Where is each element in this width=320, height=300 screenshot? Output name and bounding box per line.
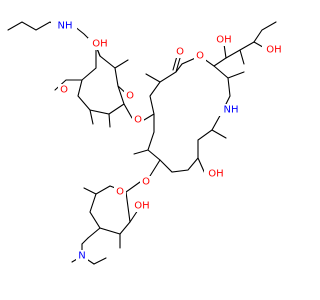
- atom-label-o-sugar2-ring: O: [116, 187, 124, 198]
- atom-label-o-sugar2-link: O: [142, 177, 150, 188]
- atom-label-o-lactone-ring: O: [196, 51, 204, 62]
- molecule-structure-diagram: NH OH O O O O O OH OH NH OH O O OH N: [7, 20, 286, 265]
- atom-label-o-carbonyl: O: [176, 47, 184, 58]
- atom-label-o-sugar1-link: O: [134, 115, 142, 126]
- atom-labels: NH OH O O O O O OH OH NH OH O O OH N: [51, 20, 286, 262]
- atom-label-nh-propyl: NH: [58, 21, 73, 32]
- bond-lines: [7, 21, 277, 265]
- atom-label-oh-top: OH: [216, 35, 231, 46]
- atom-label-o-methoxy: O: [60, 85, 68, 96]
- skeletal-formula: NH OH O O O O O OH OH NH OH O O OH N: [7, 20, 286, 265]
- atom-label-nh-ring: NH: [224, 105, 239, 116]
- atom-label-oh-side-chain: OH: [266, 45, 281, 56]
- atom-label-o-sugar1-ring: O: [126, 91, 134, 102]
- atom-label-oh-sugar2: OH: [134, 201, 149, 212]
- atom-label-oh-sugar1: OH: [92, 39, 107, 50]
- atom-label-oh-ring: OH: [208, 169, 223, 180]
- atom-label-n-dimethylamino: N: [78, 251, 85, 262]
